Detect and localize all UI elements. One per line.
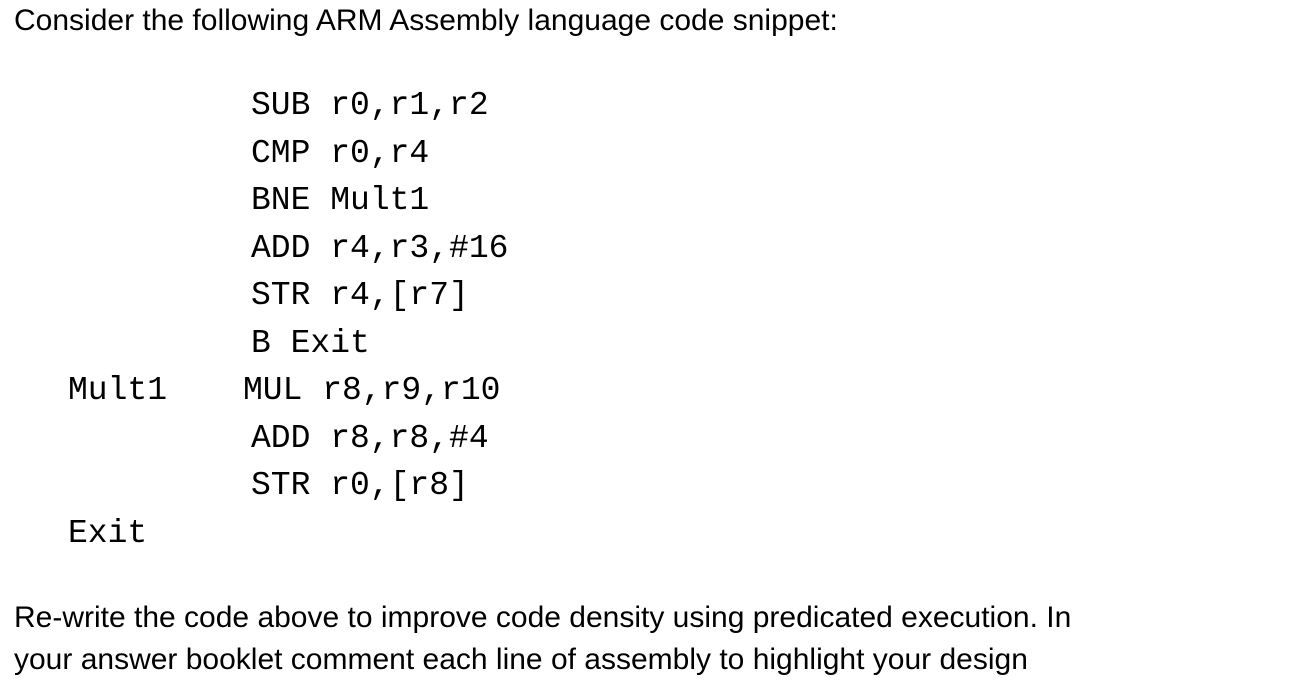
code-line: STR r0,[r8] [0,462,900,510]
code-line: ADD r8,r8,#4 [0,415,900,463]
instructions-line-1: Re-write the code above to improve code … [14,601,1072,634]
question-intro: Consider the following ARM Assembly lang… [14,4,838,37]
code-label: Mult1 [68,372,168,409]
code-line: BNE Mult1 [0,177,900,225]
code-line: B Exit [0,320,900,368]
code-line: SUB r0,r1,r2 [0,82,900,130]
code-instruction: CMP r0,r4 [251,134,430,172]
code-instruction: BNE Mult1 [251,182,430,219]
code-instruction: ADD r8,r8,#4 [251,419,489,457]
code-label: Exit [68,514,148,552]
code-instruction: MUL r8,r9,r10 [243,372,501,409]
code-snippet: SUB r0,r1,r2 CMP r0,r4 BNE Mult1 ADD r4,… [0,82,900,557]
code-instruction: ADD r4,r3,#16 [251,229,509,267]
code-instruction: STR r0,[r8] [251,467,469,504]
question-instructions: Re-write the code above to improve code … [14,597,1071,681]
code-instruction: STR r4,[r7] [251,277,469,314]
instructions-line-2: your answer booklet comment each line of… [14,643,1028,676]
code-instruction: B Exit [251,324,370,362]
code-line: CMP r0,r4 [0,130,900,178]
code-line: Exit [0,510,900,558]
code-instruction: SUB r0,r1,r2 [251,87,489,124]
code-line: Mult1 MUL r8,r9,r10 [0,367,900,415]
code-line: ADD r4,r3,#16 [0,225,900,273]
code-line: STR r4,[r7] [0,272,900,320]
